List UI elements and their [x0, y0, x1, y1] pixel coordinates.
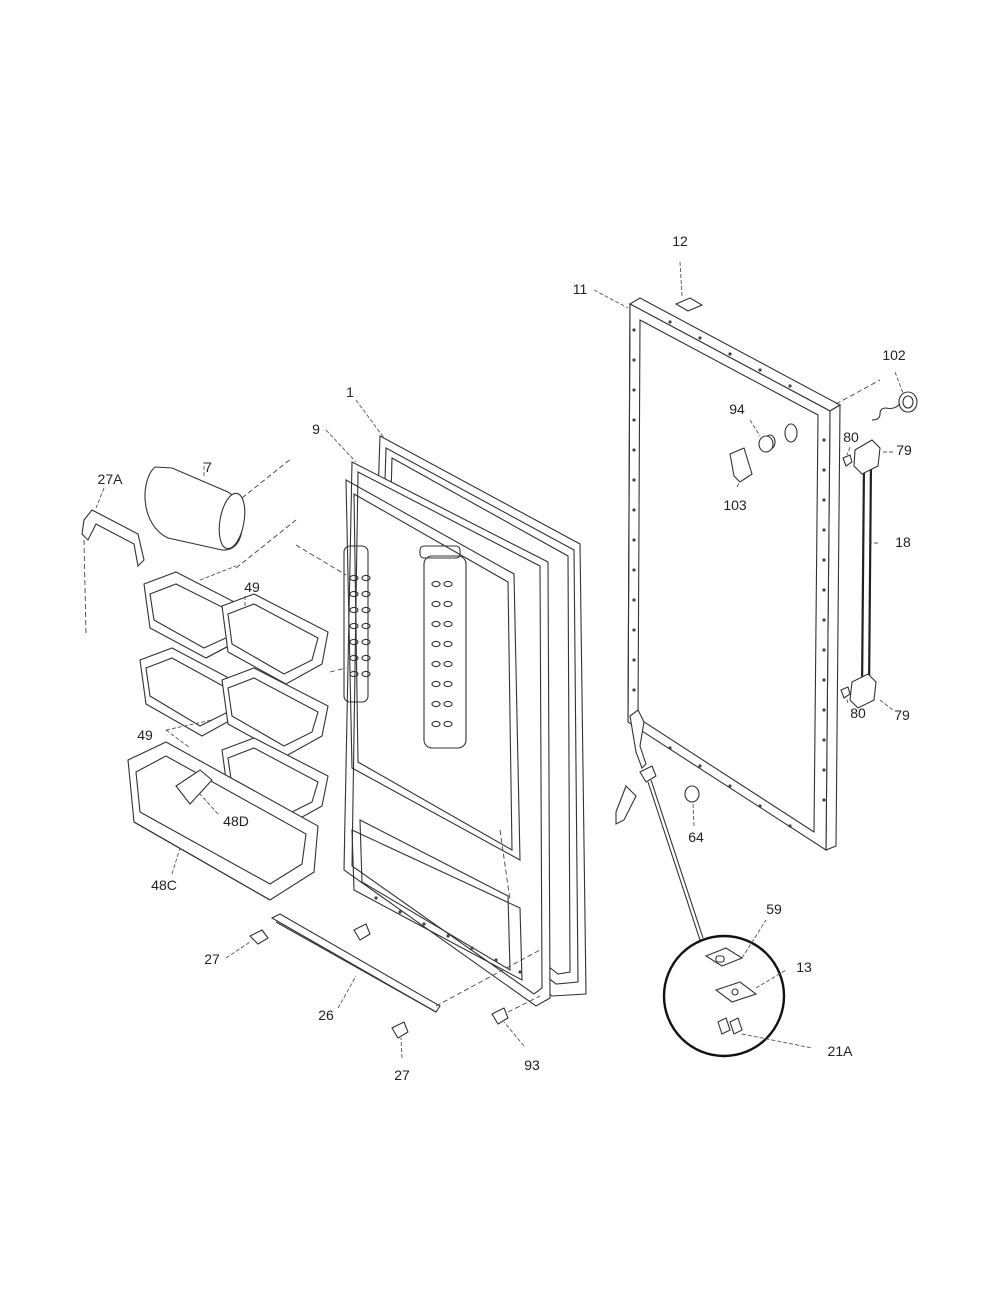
- outer-door-panel: [627, 297, 842, 852]
- callout-11: 11: [573, 281, 588, 297]
- liner-bottom-screws: [374, 896, 522, 974]
- screw-27-bottom: [391, 1021, 409, 1059]
- panel-screw-holes: [632, 320, 826, 828]
- lower-hinge-assembly: [615, 709, 704, 941]
- callout-21a: 21A: [828, 1043, 854, 1059]
- dairy-compartment-part: [144, 457, 293, 551]
- callout-49-mid: 49: [137, 727, 153, 743]
- shelf-bracket-27a: [81, 487, 145, 635]
- bin-leader-lines: [165, 519, 347, 749]
- panel-leader-lines: [593, 289, 881, 405]
- callout-9: 9: [312, 421, 320, 437]
- hinge-detail-circle: [662, 919, 813, 1058]
- callout-59: 59: [766, 901, 782, 917]
- callout-48c: 48C: [151, 877, 177, 893]
- callout-27-bottom: 27: [394, 1067, 410, 1083]
- hole-plug-part: [684, 785, 700, 827]
- callout-13: 13: [796, 959, 812, 975]
- callout-26: 26: [318, 1007, 334, 1023]
- callout-18: 18: [895, 534, 911, 550]
- callout-12: 12: [672, 233, 688, 249]
- callout-80-top: 80: [843, 429, 859, 445]
- callout-80-bottom: 80: [850, 705, 866, 721]
- handle-screws: [840, 446, 853, 704]
- callout-79-top: 79: [896, 442, 912, 458]
- screw-93: [491, 995, 541, 1047]
- lock-cylinder-part: [749, 419, 774, 453]
- callout-94: 94: [729, 401, 745, 417]
- callout-27a: 27A: [98, 471, 124, 487]
- screw-liner-center: [353, 923, 371, 941]
- door-liner: [325, 429, 551, 1007]
- bin-divider-48d: [175, 769, 219, 815]
- door-handle: [849, 439, 894, 711]
- door-bin-mid-right: [221, 667, 329, 757]
- callout-102: 102: [882, 347, 906, 363]
- callout-79-bottom: 79: [894, 707, 910, 723]
- door-lock-assembly: [871, 371, 918, 421]
- liner-rail-slots: [349, 574, 453, 728]
- callout-49-top: 49: [244, 579, 260, 595]
- screw-27-left: [225, 929, 269, 959]
- callout-27-left: 27: [204, 951, 220, 967]
- callout-48d: 48D: [223, 813, 249, 829]
- callout-64: 64: [688, 829, 704, 845]
- door-bin-upper-right: [221, 593, 329, 685]
- callout-93: 93: [524, 1057, 540, 1073]
- large-door-bin-48c: [127, 741, 319, 901]
- callout-1: 1: [346, 384, 354, 400]
- lock-cam-part: [729, 447, 753, 488]
- callout-103: 103: [723, 497, 747, 513]
- top-clip-part: [674, 261, 704, 312]
- bottom-trim-strip: [270, 913, 541, 1013]
- callout-7: 7: [204, 459, 212, 475]
